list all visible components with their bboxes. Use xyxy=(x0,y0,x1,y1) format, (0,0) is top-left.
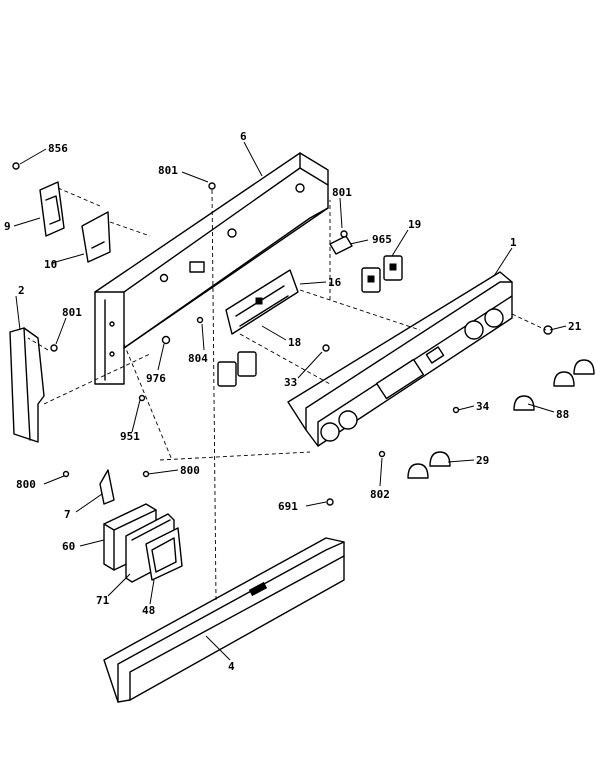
label-71: 71 xyxy=(96,594,110,607)
label-60: 60 xyxy=(62,540,75,553)
label-804: 804 xyxy=(188,352,208,365)
label-801-right: 801 xyxy=(332,186,352,199)
leader-lines xyxy=(13,141,567,661)
label-4: 4 xyxy=(228,660,235,673)
label-16: 16 xyxy=(328,276,342,289)
switches-pair xyxy=(217,351,257,387)
part-88-knobs xyxy=(513,359,595,411)
label-19: 19 xyxy=(408,218,421,231)
label-21: 21 xyxy=(568,320,582,333)
label-1: 1 xyxy=(510,236,517,249)
label-691: 691 xyxy=(278,500,298,513)
assembly-lines xyxy=(27,187,547,601)
part-10-bracket xyxy=(81,211,111,263)
label-33: 33 xyxy=(284,376,297,389)
label-801-top: 801 xyxy=(158,164,178,177)
label-34: 34 xyxy=(476,400,490,413)
part-48-bezel xyxy=(145,527,183,581)
label-800-right: 800 xyxy=(180,464,200,477)
part-4-lower-trim xyxy=(103,537,345,703)
label-7: 7 xyxy=(64,508,71,521)
label-976: 976 xyxy=(146,372,166,385)
label-10: 10 xyxy=(44,258,57,271)
label-9: 9 xyxy=(4,220,11,233)
label-856: 856 xyxy=(48,142,68,155)
label-48: 48 xyxy=(142,604,155,617)
label-6: 6 xyxy=(240,130,247,143)
label-801-left: 801 xyxy=(62,306,82,319)
part-29-knobs xyxy=(407,451,451,479)
label-88: 88 xyxy=(556,408,569,421)
label-800-left: 800 xyxy=(16,478,36,491)
part-1-control-panel xyxy=(287,271,513,447)
label-2: 2 xyxy=(18,284,25,297)
part-19-switches xyxy=(361,255,403,293)
label-18: 18 xyxy=(288,336,301,349)
part-965-clip xyxy=(329,235,353,255)
part-2-side-trim xyxy=(9,327,45,443)
label-951: 951 xyxy=(120,430,140,443)
part-labels: 856 6 801 801 9 965 19 10 1 2 16 801 21 … xyxy=(4,130,582,673)
part-16-18-switch-assembly xyxy=(225,269,299,335)
part-7-bracket xyxy=(99,469,115,505)
part-6-rear-panel-bracket xyxy=(94,152,329,385)
label-802: 802 xyxy=(370,488,390,501)
label-29: 29 xyxy=(476,454,489,467)
fasteners xyxy=(12,162,553,506)
label-965: 965 xyxy=(372,233,392,246)
part-9-bracket xyxy=(39,181,65,237)
